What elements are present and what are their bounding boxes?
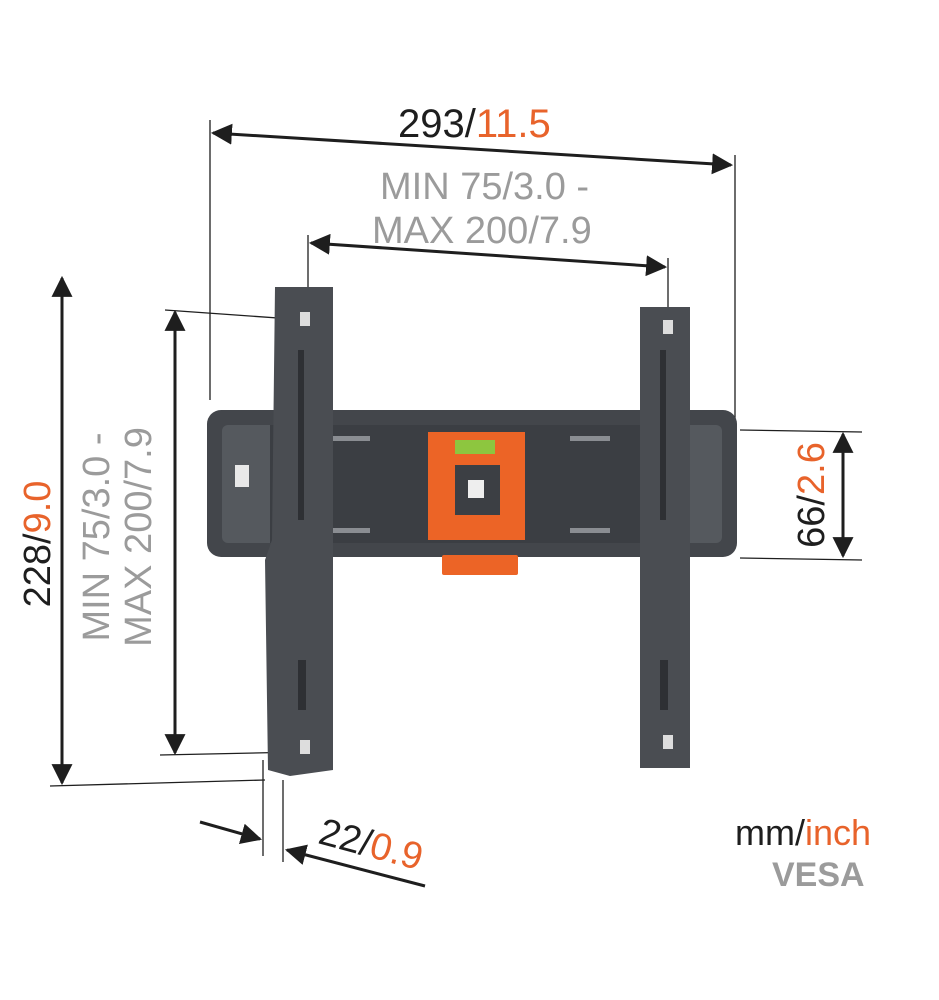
wall-bracket	[207, 287, 737, 776]
bar-height-label: 66/2.6	[791, 442, 833, 548]
vesa-horizontal-arrow	[308, 233, 668, 277]
vesa-vertical-line2: MAX 200/7.9	[118, 427, 160, 647]
width-arrow	[210, 123, 734, 175]
dimension-arrows	[51, 123, 854, 888]
vesa-vertical-line1: MIN 75/3.0 -	[76, 432, 118, 642]
brand-tab	[442, 555, 518, 575]
depth-arrow-left	[199, 820, 263, 844]
vesa-horizontal-label-line1: MIN 75/3.0 -	[380, 166, 590, 208]
depth-arrow-right	[284, 844, 426, 888]
height-label: 228/9.0	[17, 480, 59, 608]
spirit-level-icon	[455, 440, 495, 454]
width-label: 293/11.5	[398, 102, 551, 146]
vesa-legend: VESA	[772, 856, 865, 894]
vesa-horizontal-label-line2: MAX 200/7.9	[372, 210, 592, 252]
units-legend: mm/inch	[735, 812, 872, 853]
vesa-vertical-label: MIN 75/3.0 - MAX 200/7.9	[76, 407, 162, 667]
